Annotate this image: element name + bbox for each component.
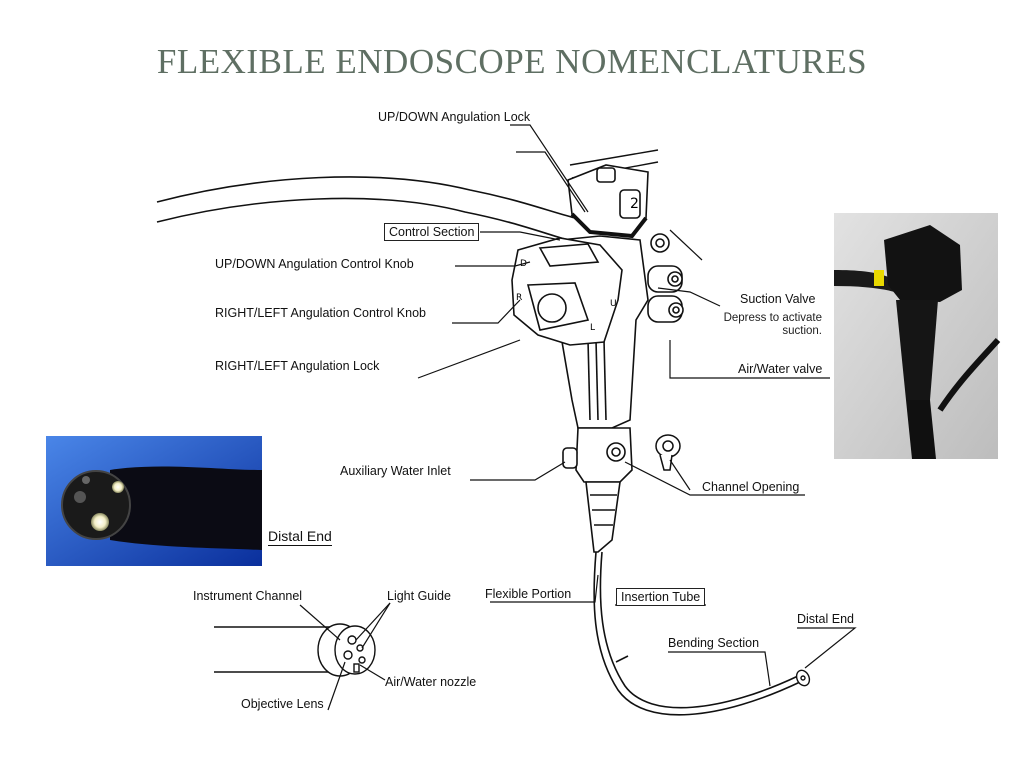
label-light-guide: Light Guide xyxy=(387,589,451,603)
label-bending-section: Bending Section xyxy=(668,636,760,650)
label-air-water-valve: Air/Water valve xyxy=(738,362,823,376)
knob-marking-l: L xyxy=(590,323,595,333)
insertion-tube xyxy=(593,551,801,716)
control-head xyxy=(511,164,684,553)
lock-number-marking: 2 xyxy=(630,196,639,212)
label-rl-control-knob: RIGHT/LEFT Angulation Control Knob xyxy=(215,306,426,320)
channel-opening-cap xyxy=(655,434,681,471)
label-distal-end: Distal End xyxy=(797,612,854,626)
label-insertion-tube: Insertion Tube xyxy=(616,588,706,606)
distal-end-detail xyxy=(214,623,376,677)
label-channel-opening: Channel Opening xyxy=(702,480,800,494)
suction-note-line-2: suction. xyxy=(782,325,822,337)
distal-end-photo xyxy=(46,436,262,566)
label-ud-control-knob: UP/DOWN Angulation Control Knob xyxy=(215,257,414,271)
control-section-photo xyxy=(834,213,1001,459)
distal-tip-drawing xyxy=(795,669,811,687)
knob-marking-r: R xyxy=(516,293,522,303)
label-ud-angulation-lock: UP/DOWN Angulation Lock xyxy=(378,110,531,124)
label-auxiliary-water-inlet: Auxiliary Water Inlet xyxy=(340,464,451,478)
universal-cord xyxy=(156,176,576,241)
knob-marking-u: U xyxy=(610,299,617,309)
label-control-section: Control Section xyxy=(384,223,480,241)
suction-note: Depress to activate suction. xyxy=(718,312,822,338)
label-instrument-channel: Instrument Channel xyxy=(193,589,303,603)
label-flexible-portion: Flexible Portion xyxy=(485,587,572,601)
label-objective-lens: Objective Lens xyxy=(241,697,324,711)
label-suction-valve: Suction Valve xyxy=(740,292,816,306)
suction-note-line-1: Depress to activate xyxy=(723,312,822,324)
label-air-water-nozzle: Air/Water nozzle xyxy=(385,675,477,689)
label-rl-angulation-lock: RIGHT/LEFT Angulation Lock xyxy=(215,359,380,373)
slide-title: FLEXIBLE ENDOSCOPE NOMENCLATURES xyxy=(156,42,868,81)
label-distal-end-photo: Distal End xyxy=(268,528,332,546)
